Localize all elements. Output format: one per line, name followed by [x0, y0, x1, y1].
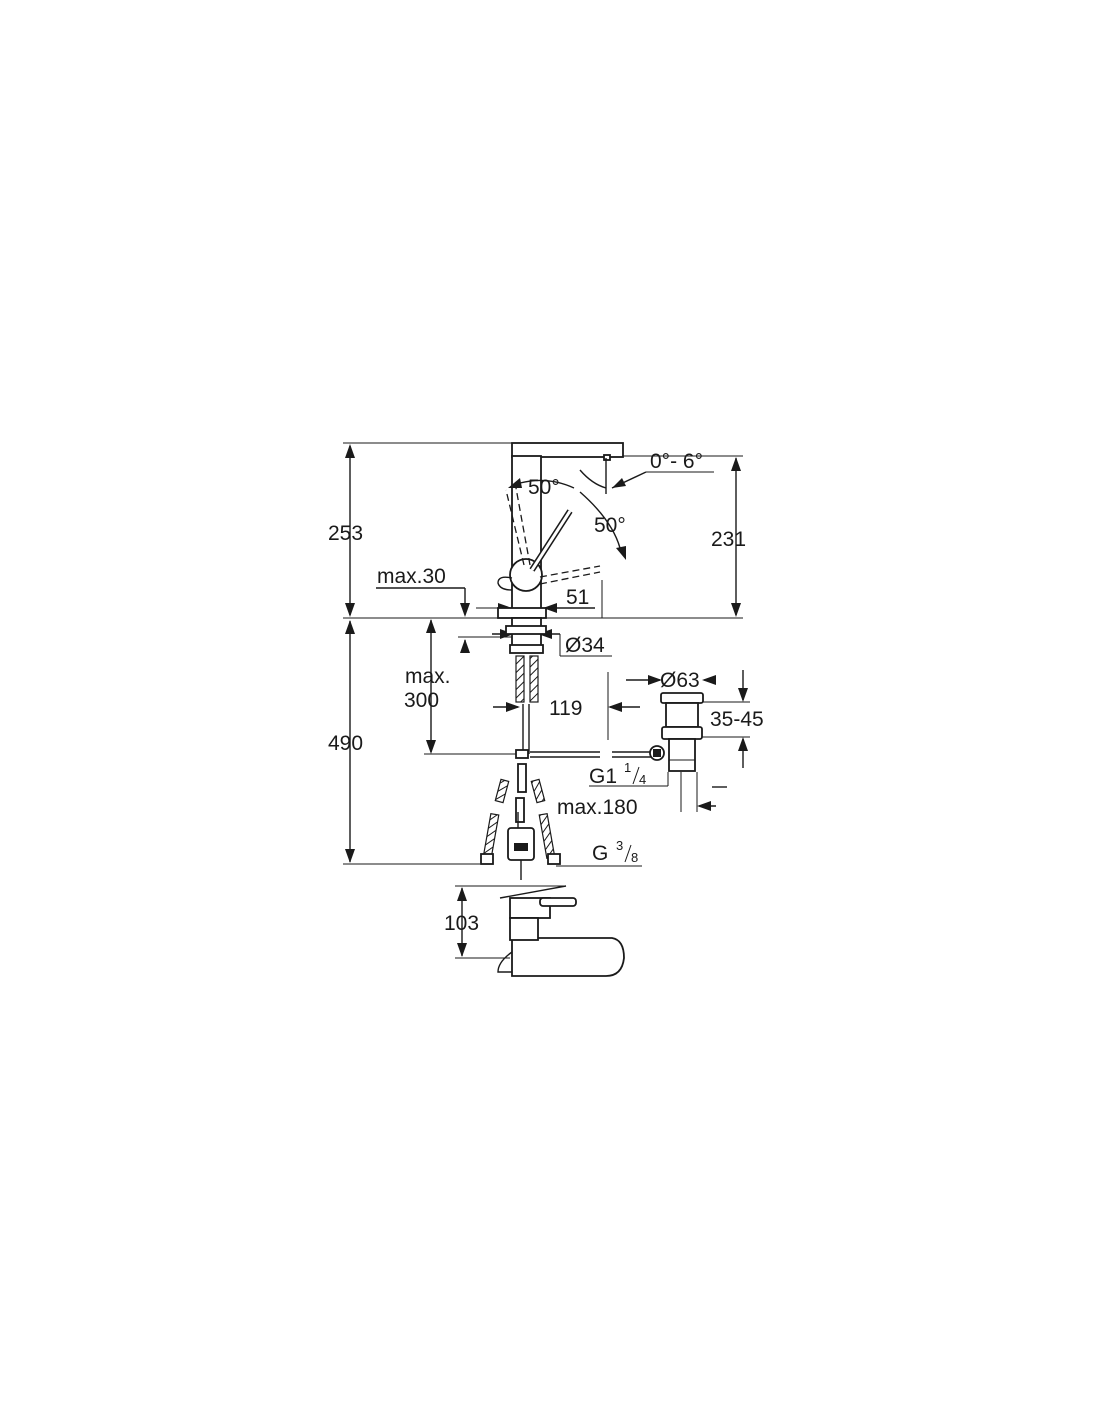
- label-hose-thread: G: [592, 842, 608, 865]
- label-below-deck-height: 490: [328, 732, 363, 755]
- pop-up-waste: [649, 692, 704, 772]
- label-body-to-lever: 51: [566, 586, 589, 609]
- label-hose-thread-num: 3: [616, 838, 623, 853]
- label-waste-thread-den: 4: [639, 772, 646, 787]
- label-hose-thread-den: 8: [631, 850, 638, 865]
- dimension-labels: 253 231 max.30 51 Ø34 max. 300 490 119 Ø…: [328, 450, 764, 935]
- label-waste-thread: G1: [589, 765, 617, 788]
- label-drain-offset: 119: [549, 697, 582, 720]
- label-waste-range: 35-45: [710, 708, 764, 731]
- label-tail-diameter: Ø34: [565, 634, 605, 657]
- faucet-side-view: [497, 885, 625, 977]
- label-waste-thread-num: 1: [624, 760, 631, 775]
- label-lever-angle-left: 50°: [528, 476, 560, 499]
- label-waste-diameter: Ø63: [660, 669, 700, 692]
- label-swivel-angle: 0°- 6°: [650, 450, 703, 473]
- angle-indicators: [508, 458, 714, 560]
- label-pull-rod: max.180: [557, 796, 638, 819]
- below-deck-assembly: [480, 617, 652, 880]
- label-lever-angle-right: 50°: [594, 514, 626, 537]
- label-hose-length-1: max.: [405, 665, 451, 688]
- label-spout-height: 231: [711, 528, 746, 551]
- faucet-front-view: [497, 442, 624, 619]
- label-side-view-height: 103: [444, 912, 479, 935]
- label-deck-thickness: max.30: [377, 565, 446, 588]
- label-total-height: 253: [328, 522, 363, 545]
- label-hose-length-2: 300: [404, 689, 439, 712]
